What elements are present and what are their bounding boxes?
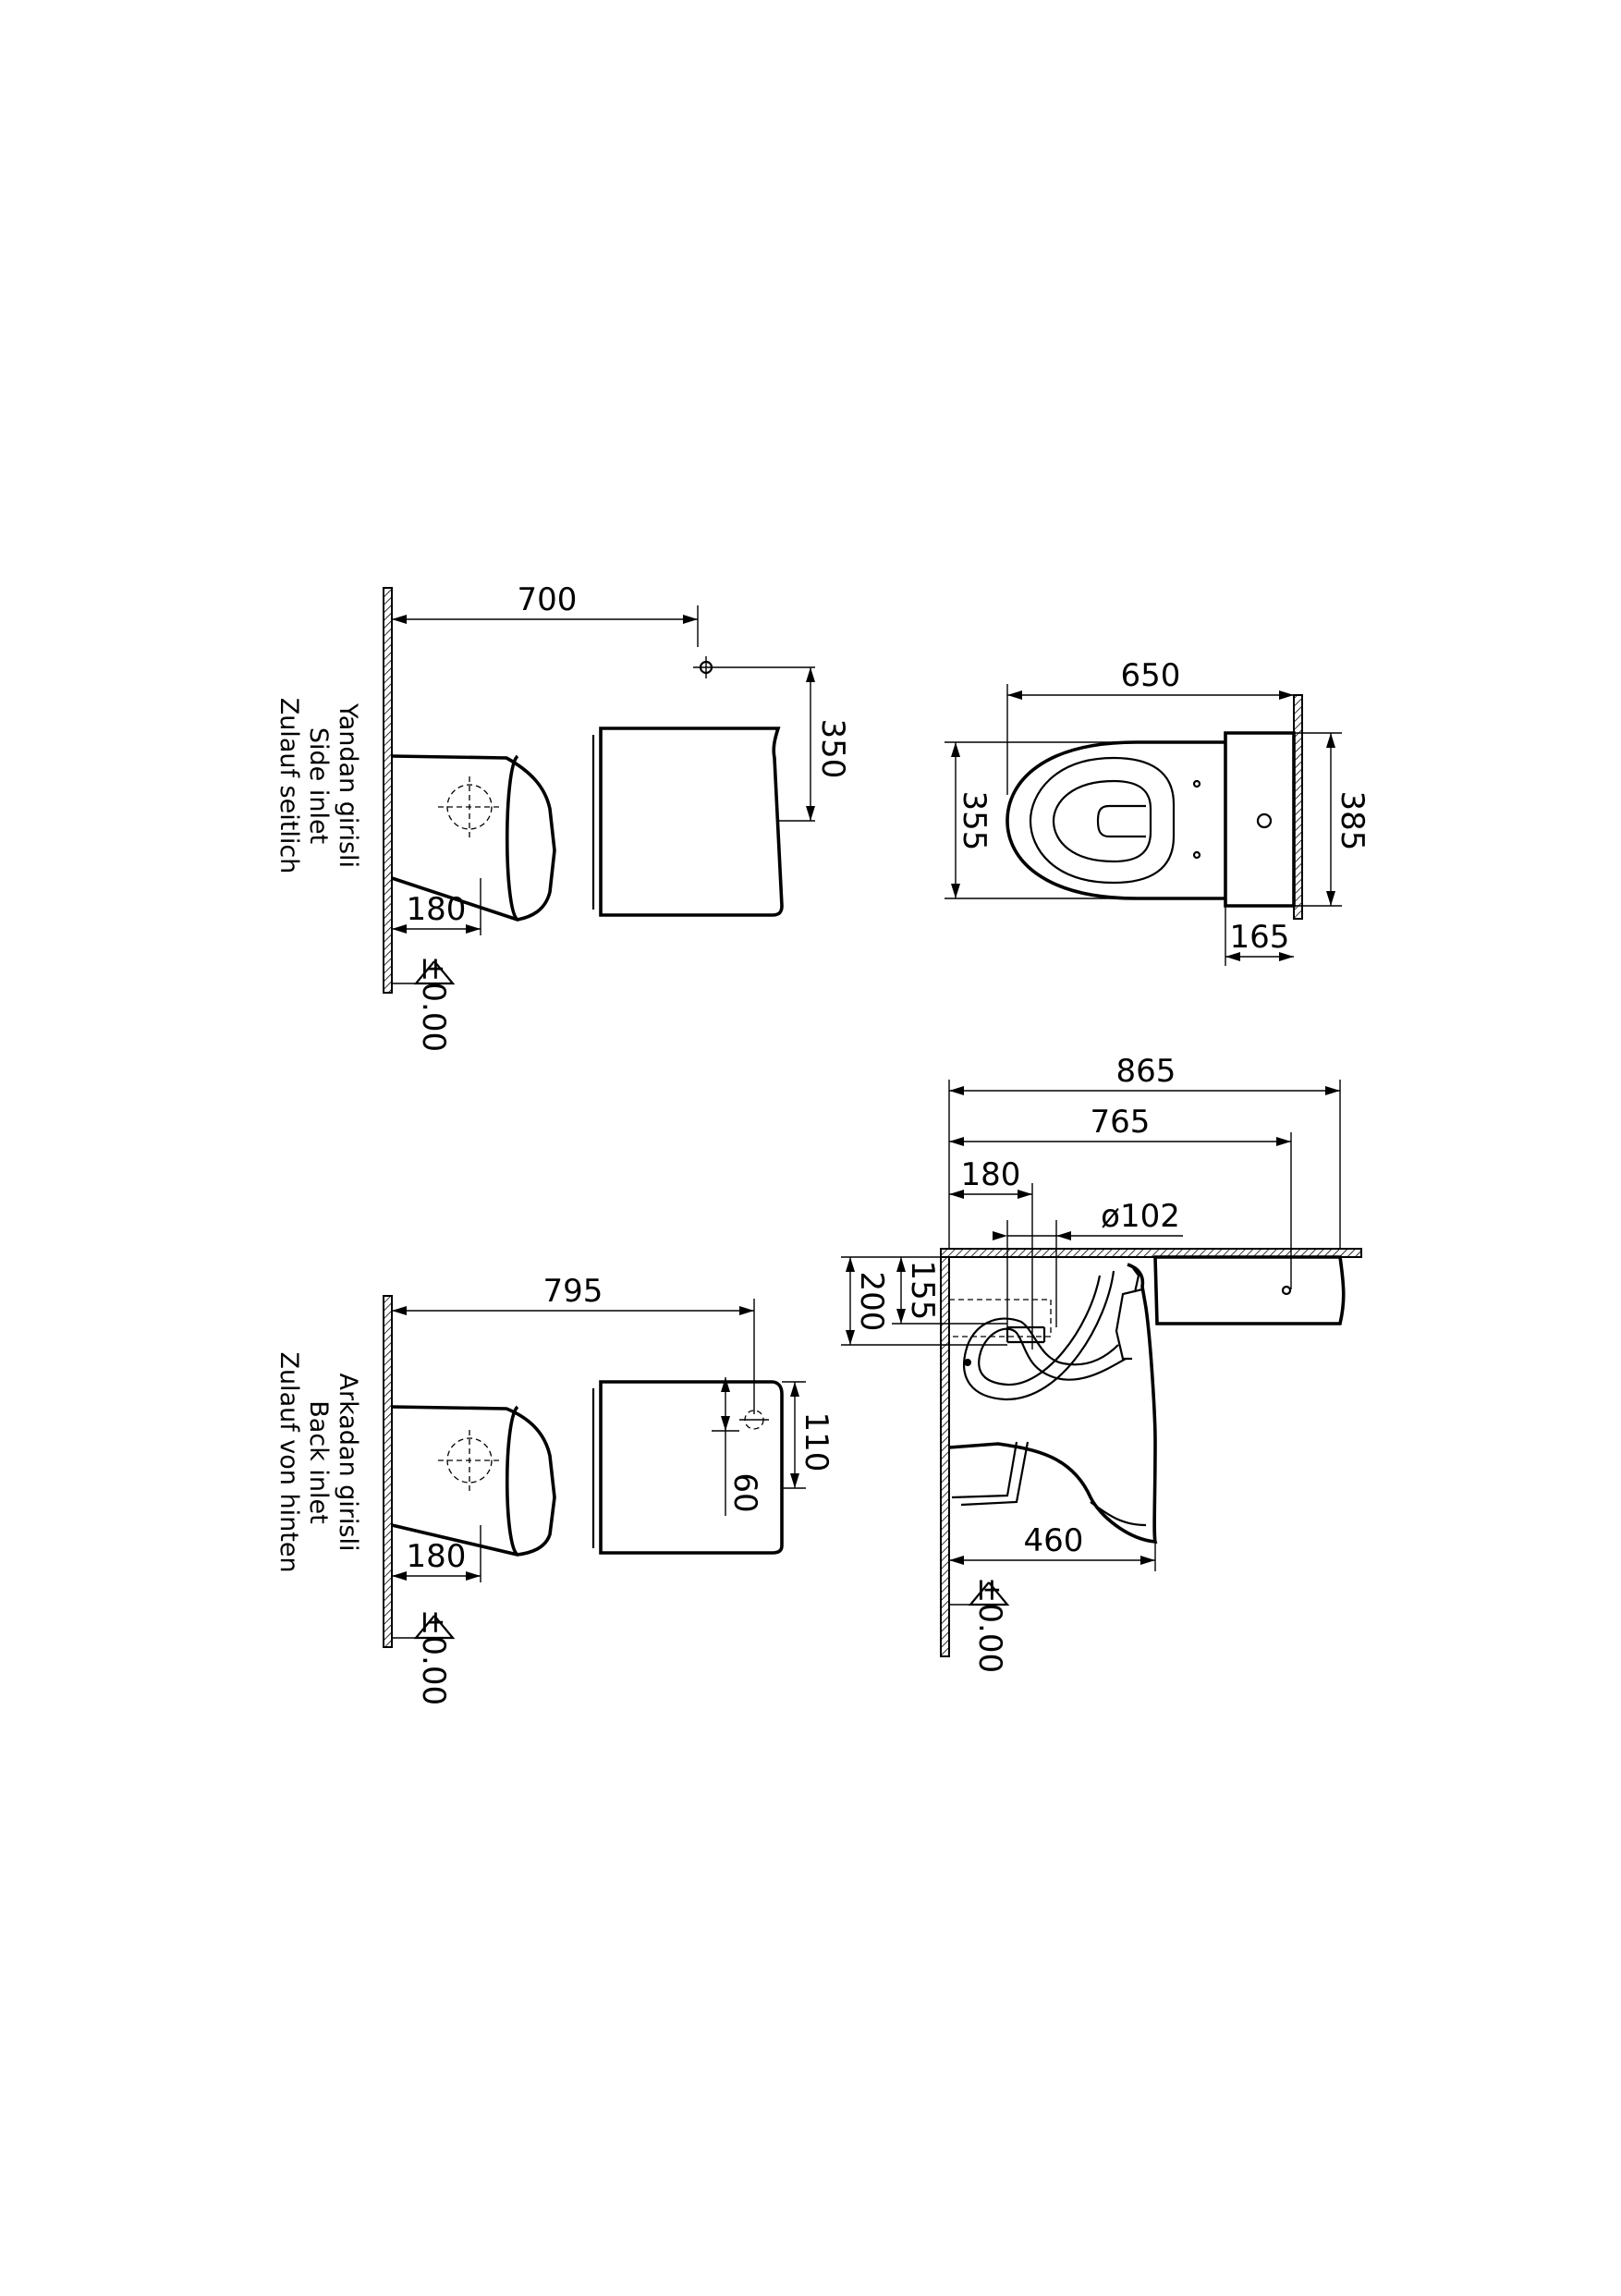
top-wall-hatch	[940, 1248, 1362, 1258]
foot-support	[951, 1441, 1018, 1499]
trap-channel	[978, 1275, 1127, 1386]
dim-width: 650	[1121, 657, 1181, 694]
label-line-3: Zulauf von hinten	[274, 1351, 303, 1572]
dim-inlet-b: 60	[726, 1472, 763, 1512]
cistern-outline	[599, 1380, 784, 1555]
dim-tank-width: 385	[1334, 791, 1371, 851]
trap-channel-inner	[963, 1270, 1119, 1401]
pan-rim	[505, 754, 519, 922]
pan-outline	[391, 1405, 556, 1557]
dim-total: 865	[1116, 1053, 1176, 1090]
side-inlet-label: Yandan girisli Side inlet Zulauf seitlic…	[274, 698, 362, 874]
dim-pipe: ø102	[1101, 1198, 1180, 1235]
dim-tank-depth: 165	[1230, 919, 1290, 956]
label-line-1: Yandan girisli	[334, 702, 362, 868]
pan-rim	[505, 1405, 519, 1557]
dim-inlet-height: 350	[814, 719, 851, 779]
dim-h1: 200	[853, 1272, 890, 1332]
side-inlet-view: Yandan girisli Side inlet Zulauf seitlic…	[274, 581, 851, 1052]
top-view: 650 355 385 165	[945, 657, 1371, 966]
label-line-1: Arkadan girisli	[334, 1374, 362, 1552]
label-line-2: Back inlet	[304, 1400, 333, 1523]
bowl-inner	[1052, 779, 1152, 863]
dim-height: 460	[1024, 1522, 1084, 1559]
floor-level: ±0.00	[415, 1609, 452, 1705]
cistern-section	[1153, 1255, 1346, 1325]
floor-level: ±0.00	[415, 956, 452, 1052]
back-inlet-view: Arkadan girisli Back inlet Zulauf von hi…	[274, 1273, 835, 1705]
dim-depth: 795	[543, 1273, 603, 1310]
cistern-outline	[599, 727, 784, 917]
dim-outlet: 180	[961, 1156, 1021, 1193]
dim-bowl-width: 355	[956, 791, 993, 851]
outlet-pipe	[948, 1299, 1052, 1337]
wall-hatch	[940, 1256, 950, 1657]
dim-outlet: 180	[407, 1538, 467, 1575]
dim-depth: 700	[518, 581, 578, 618]
seat-outline	[1029, 756, 1176, 885]
wall-hatch	[383, 587, 393, 994]
section-view: 865 765 180 ø102 200 155	[841, 1053, 1362, 1673]
dim-inlet-a: 110	[798, 1412, 835, 1472]
dim-outlet: 180	[407, 891, 467, 928]
bowl-outline	[1006, 740, 1225, 900]
bowl-inner-wall	[1115, 1288, 1143, 1361]
flush-button-icon	[1256, 812, 1273, 829]
pan-outer	[948, 1263, 1158, 1545]
wall-hatch	[383, 1295, 393, 1648]
dim-h2: 155	[904, 1261, 941, 1321]
back-inlet-label: Arkadan girisli Back inlet Zulauf von hi…	[274, 1351, 362, 1572]
label-line-3: Zulauf seitlich	[274, 698, 303, 874]
dim-tank: 765	[1091, 1104, 1151, 1141]
pan-outline	[391, 754, 556, 922]
seat-hinge	[1096, 804, 1146, 838]
label-line-2: Side inlet	[304, 727, 333, 844]
floor-level: ±0.00	[971, 1577, 1008, 1673]
cistern-top	[1224, 731, 1296, 908]
